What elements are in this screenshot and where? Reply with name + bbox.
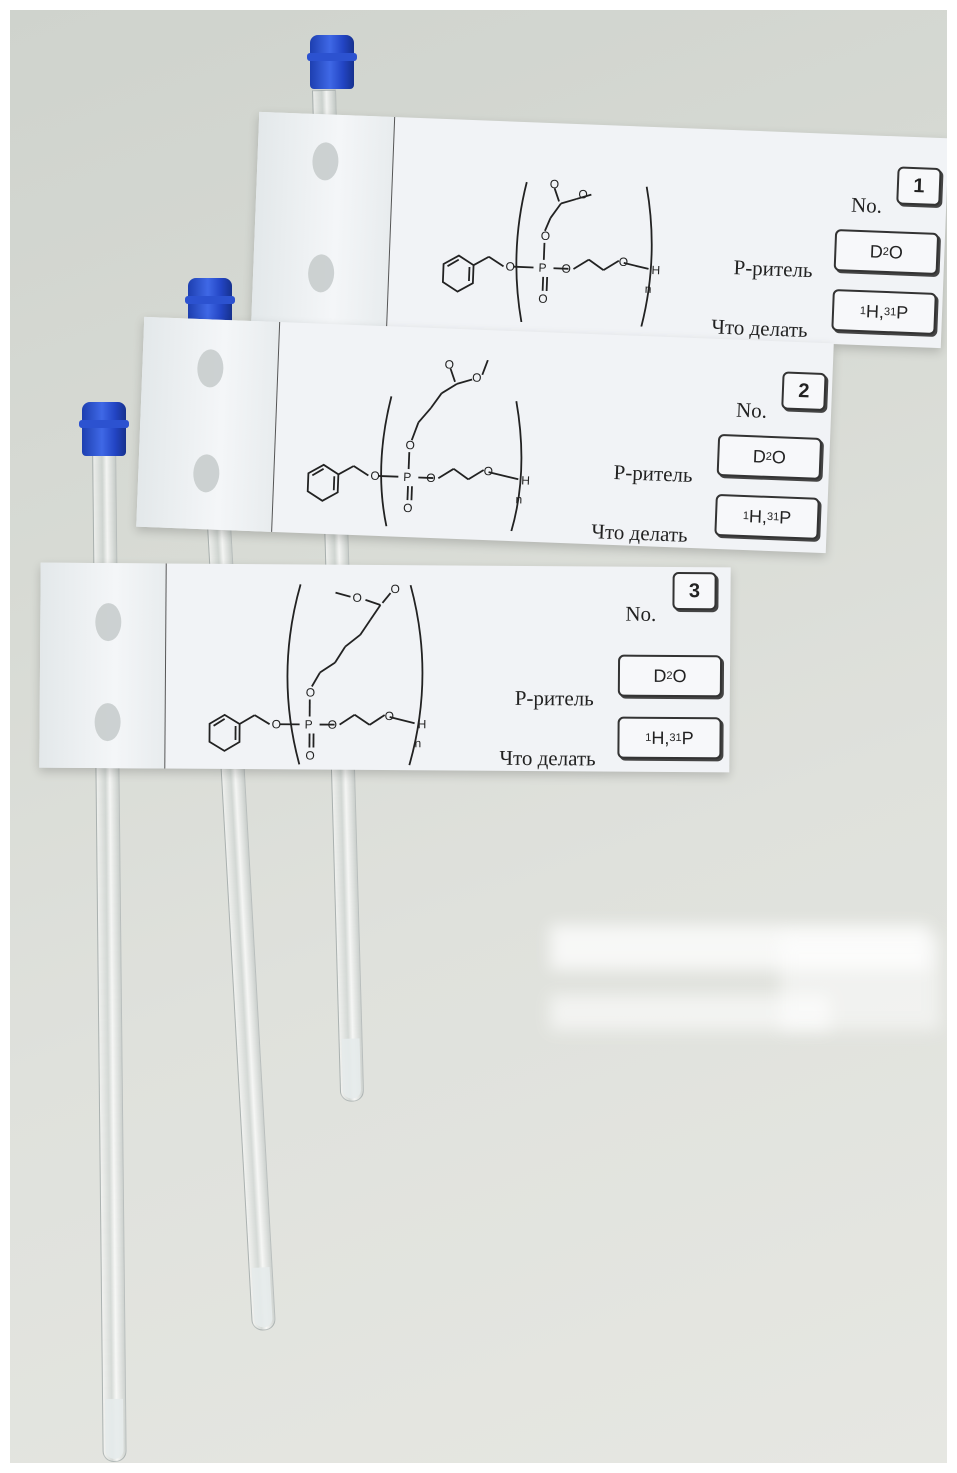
task-p: P — [895, 301, 909, 323]
repeat-count-n: n — [645, 282, 652, 296]
tube-cap-3 — [79, 402, 129, 456]
bench-reflection — [780, 935, 940, 1030]
chemical-structure: O P O O O O O O H n — [441, 177, 660, 327]
task-sup2: 31 — [669, 731, 682, 745]
sample-number-box: 1 — [896, 166, 942, 207]
solvent-tail: O — [888, 241, 904, 263]
solvent-main: D — [653, 665, 667, 686]
number-label: No. — [625, 601, 657, 626]
svg-text:O: O — [403, 501, 413, 515]
fold-hole — [196, 348, 225, 388]
fold-hole — [307, 253, 335, 293]
svg-text:O: O — [444, 357, 454, 371]
task-p: P — [778, 506, 792, 528]
task-sup2: 31 — [766, 510, 780, 524]
svg-text:P: P — [305, 717, 313, 731]
task-h: H, — [651, 727, 670, 748]
chain-end-h: H — [521, 473, 530, 487]
svg-text:O: O — [426, 471, 436, 485]
svg-text:O: O — [390, 582, 399, 596]
svg-text:O: O — [328, 718, 337, 732]
svg-text:O: O — [385, 709, 394, 723]
svg-text:O: O — [578, 187, 588, 201]
svg-text:P: P — [403, 470, 412, 484]
sample-number: 3 — [688, 579, 701, 602]
svg-text:O: O — [505, 259, 515, 273]
fold-hole — [95, 602, 122, 642]
task-sup2: 31 — [883, 305, 897, 319]
svg-text:O: O — [272, 717, 281, 731]
svg-text:O: O — [352, 591, 361, 605]
sample-number-box: 3 — [672, 572, 717, 611]
label-fold — [251, 111, 396, 327]
svg-text:O: O — [561, 262, 571, 276]
svg-text:P: P — [538, 261, 547, 275]
solvent-label: Р-ритель — [514, 685, 594, 711]
number-label: No. — [735, 397, 768, 423]
chemical-structure: O P O O O O O O H n — [208, 582, 427, 766]
svg-text:O: O — [540, 229, 550, 243]
chain-end-h: H — [651, 263, 660, 277]
task-h: H, — [865, 300, 885, 322]
task-label: Что делать — [499, 745, 596, 771]
tube-liquid — [105, 1398, 124, 1460]
chain-end-h: H — [418, 717, 427, 731]
fold-hole — [94, 702, 121, 742]
label-fold — [39, 562, 167, 769]
solvent-tail: O — [771, 446, 787, 468]
solvent-label: Р-ритель — [733, 255, 814, 283]
sample-number: 2 — [797, 379, 810, 402]
solvent-main: D — [752, 445, 767, 467]
fold-hole — [192, 453, 221, 493]
task-p: P — [681, 727, 694, 748]
svg-text:O: O — [472, 370, 482, 384]
sample-number: 1 — [912, 174, 925, 197]
svg-text:O: O — [306, 685, 315, 699]
chemical-structure: O P O O O O O O H n — [306, 357, 530, 532]
svg-text:O: O — [619, 255, 629, 269]
solvent-main: D — [869, 240, 884, 262]
number-label: No. — [850, 192, 883, 218]
svg-text:O: O — [483, 464, 493, 478]
task-h: H, — [748, 505, 768, 527]
svg-text:O: O — [538, 292, 548, 306]
tube-liquid — [341, 1038, 362, 1099]
repeat-count-n: n — [414, 736, 421, 750]
sample-number-box: 2 — [781, 371, 827, 412]
svg-text:O: O — [405, 438, 415, 452]
solvent-tail: O — [672, 665, 687, 686]
solvent-label: Р-ритель — [613, 459, 694, 487]
tube-liquid — [251, 1267, 273, 1328]
svg-text:O: O — [370, 469, 380, 483]
task-label: Что делать — [590, 519, 689, 547]
label-fold — [136, 316, 281, 532]
fold-hole — [311, 141, 340, 181]
tube-cap-1 — [307, 35, 357, 89]
svg-text:O: O — [305, 748, 314, 762]
svg-text:O: O — [549, 177, 559, 191]
repeat-count-n: n — [515, 492, 522, 506]
